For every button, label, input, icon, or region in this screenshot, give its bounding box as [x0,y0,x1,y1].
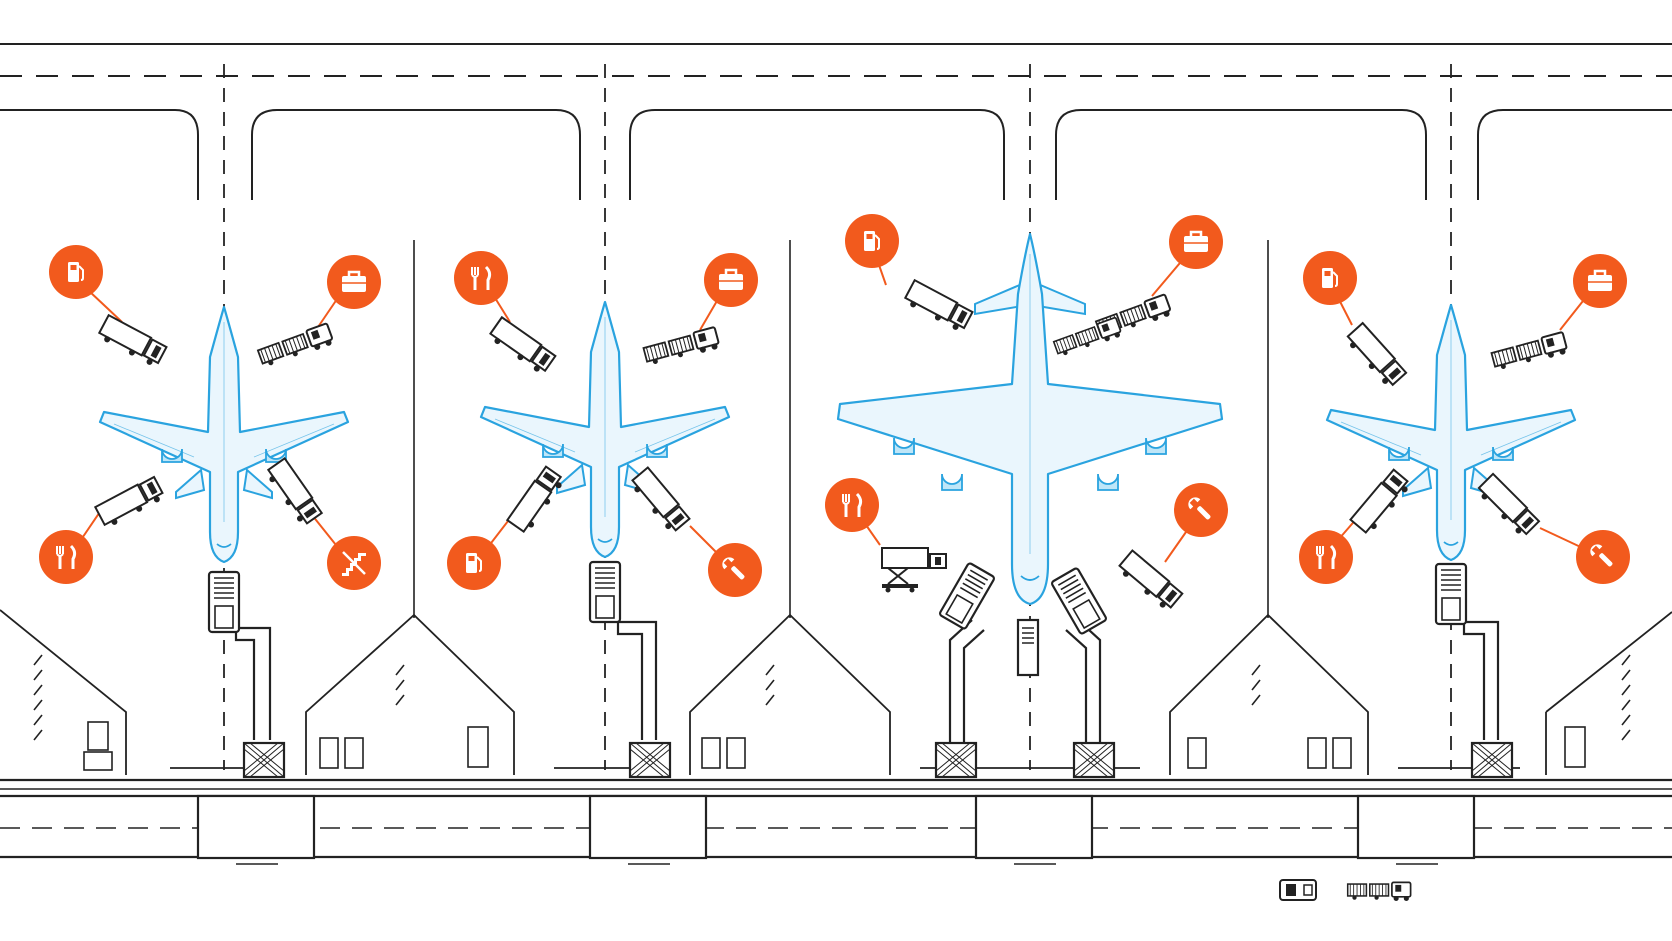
fork-knife-icon [1299,530,1353,584]
jet-bridge-gate-3 [934,561,1116,779]
service-markers-gate-2 [447,251,762,597]
wrench-icon [708,543,762,597]
ground-vehicles [94,279,1570,902]
fuel-icon [447,536,501,590]
fuel-icon [49,245,103,299]
fork-knife-icon [454,251,508,305]
terminal-building [0,609,1672,865]
fuel-icon [1303,251,1357,305]
fork-knife-icon [825,478,879,532]
taxiway-lines [0,43,1672,770]
wrench-icon [1576,530,1630,584]
suitcase-icon [1573,254,1627,308]
jet-bridge-gate-4 [1434,562,1514,779]
suitcase-icon [704,253,758,307]
service-markers-gate-1 [39,245,381,590]
fork-knife-icon [39,530,93,584]
suitcase-icon [1169,215,1223,269]
service-markers-gate-4 [1299,251,1630,584]
suitcase-icon [327,255,381,309]
wrench-icon [1174,483,1228,537]
jet-bridge-gate-2 [588,560,672,779]
crossed-stairs-icon [327,536,381,590]
service-markers-gate-3 [825,214,1228,537]
jet-bridge-gate-1 [207,570,286,779]
fuel-icon [845,214,899,268]
